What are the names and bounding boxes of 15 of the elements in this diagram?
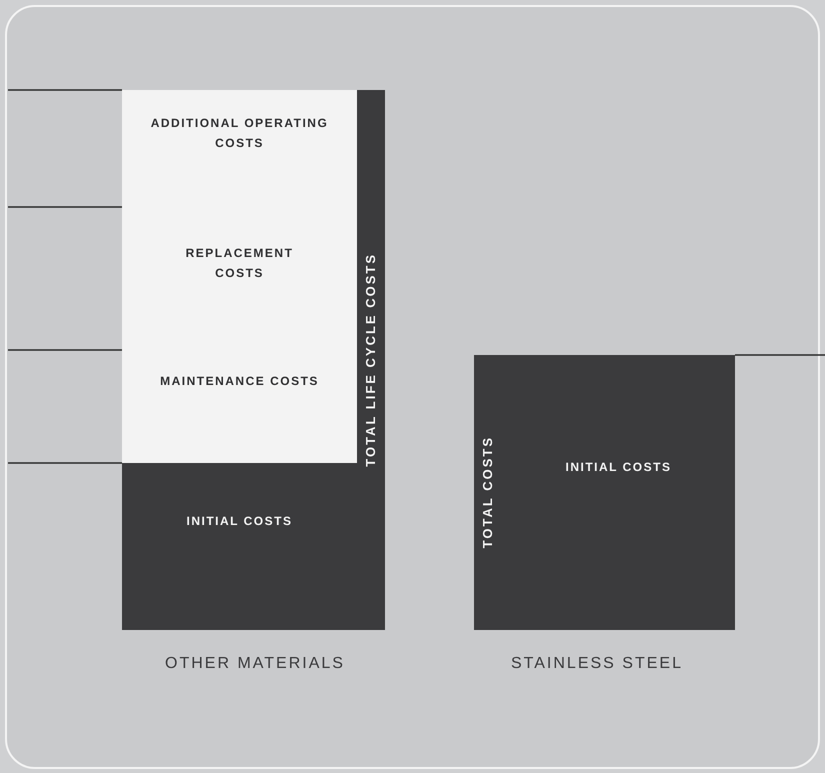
cost-label: MAINTENANCE COSTS xyxy=(160,372,319,390)
cost-label: REPLACEMENT COSTS xyxy=(184,244,294,282)
column-label: OTHER MATERIALS xyxy=(164,655,346,673)
cost-label: INITIAL COSTS xyxy=(566,458,672,476)
cost-block xyxy=(122,90,357,207)
cost-block xyxy=(122,463,357,630)
cost-block xyxy=(122,350,357,463)
total-bar xyxy=(474,355,502,630)
cost-label: INITIAL COSTS xyxy=(186,512,292,530)
cost-label: ADDITIONAL OPERATING COSTS xyxy=(150,114,330,152)
total-bar xyxy=(357,90,385,630)
cost-label: TOTAL COSTS xyxy=(479,436,496,549)
cost-label: TOTAL LIFE CYCLE COSTS xyxy=(362,253,379,467)
cost-block xyxy=(502,355,735,630)
column-label: STAINLESS STEEL xyxy=(510,655,684,673)
